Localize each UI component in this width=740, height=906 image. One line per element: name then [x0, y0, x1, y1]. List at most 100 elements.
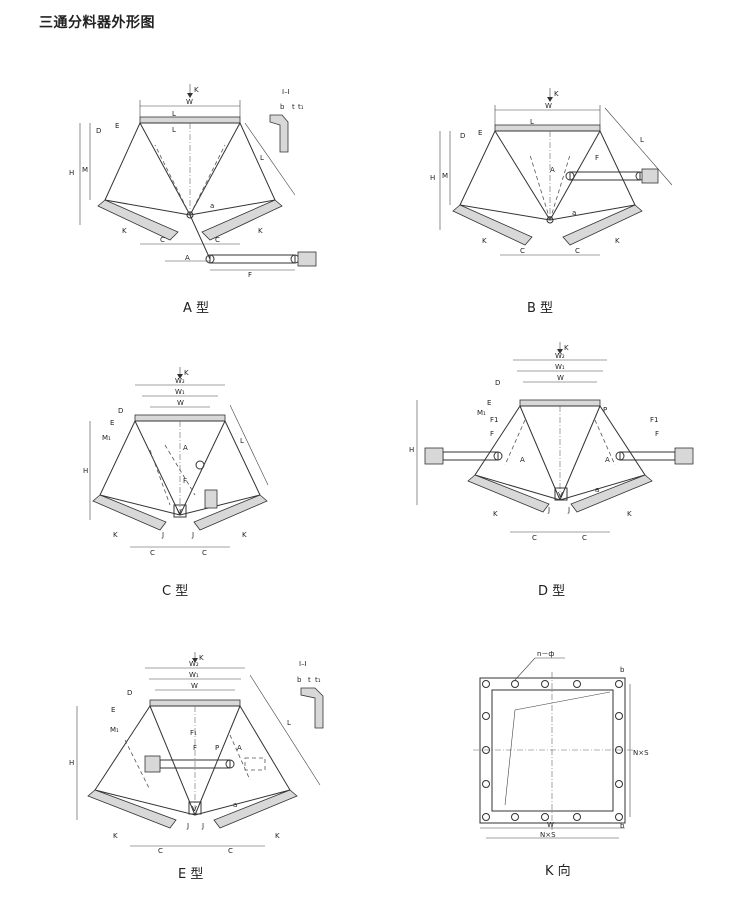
label-e: E [110, 419, 114, 427]
caption-type-b: B 型 [527, 301, 554, 316]
label-c-left: C [532, 534, 537, 542]
label-l-2: L [172, 126, 176, 134]
section-profile [269, 114, 289, 153]
label-angle: a [572, 209, 576, 217]
caption-type-a: A 型 [183, 301, 210, 316]
label-c-right: C [582, 534, 587, 542]
label-p: P [603, 406, 607, 414]
section-profile [300, 687, 324, 729]
label-l-diag: L [240, 437, 244, 445]
valve-box [173, 504, 187, 518]
label-nxs-bottom: N×S [540, 831, 556, 839]
label-w: W [545, 102, 552, 110]
label-w2: W₂ [189, 660, 199, 668]
actuator-cylinder [569, 171, 641, 181]
label-a: A [550, 166, 555, 174]
label-k-top: K [564, 344, 569, 352]
label-f: F [248, 271, 252, 279]
splitter-body [459, 130, 636, 221]
label-a: A [237, 744, 242, 752]
label-angle: a [210, 202, 214, 210]
outlet-left [97, 199, 179, 241]
label-l: L [172, 110, 176, 118]
label-m: M [82, 166, 88, 174]
label-k-right: K [258, 227, 263, 235]
label-d: D [495, 379, 500, 387]
label-k-left: K [113, 832, 118, 840]
actuator-motor-left [144, 755, 161, 773]
diagram-a-drawing: W L L H M D E C C A F L a K K K I–I b t … [69, 84, 317, 279]
flange-outer [479, 677, 626, 824]
label-k-left: K [482, 237, 487, 245]
diagram-c-drawing: W₂ W₁ W V H M₁ D E A F J J C C L K K K [83, 367, 269, 557]
diagram-d-drawing: W₂ W₁ W V H M₁ D E F1 F F1 F A A P J J C… [409, 342, 694, 542]
actuator-motor-right [244, 757, 266, 771]
label-section-ii: I–I [282, 88, 290, 96]
label-w: W [191, 682, 198, 690]
valve-box [554, 487, 568, 501]
label-b-top: b [620, 666, 625, 674]
actuator-motor [297, 251, 317, 267]
label-j-left: J [161, 531, 164, 539]
label-k-top: K [199, 654, 204, 662]
top-flange [139, 116, 241, 124]
label-f: F [183, 477, 187, 485]
label-c-right: C [575, 247, 580, 255]
label-k-top: K [194, 86, 199, 94]
label-h: H [69, 759, 74, 767]
label-k-left: K [122, 227, 127, 235]
motor-right [674, 447, 694, 465]
label-b: b [280, 103, 285, 111]
diagram-e-drawing: W₂ W₁ W V H M₁ D E F₁ F P A J J C C L a … [69, 652, 324, 855]
label-j-left: J [186, 822, 189, 830]
label-d: D [118, 407, 123, 415]
diagram-type-d: W₂ W₁ W V H M₁ D E F1 F F1 F A A P J J C… [405, 340, 715, 550]
label-f: F [193, 744, 197, 752]
label-m1: M₁ [110, 726, 119, 734]
label-v: V [558, 491, 563, 499]
splitter-body [94, 705, 291, 816]
label-c-left: C [150, 549, 155, 557]
label-j-right: J [191, 531, 194, 539]
motor-left [424, 447, 444, 465]
label-w2: W₂ [175, 377, 185, 385]
label-k-right: K [275, 832, 280, 840]
valve-box [188, 801, 202, 815]
label-w1: W₁ [189, 671, 199, 679]
label-w: W [547, 821, 554, 829]
label-h: H [83, 467, 88, 475]
label-k-top: K [184, 369, 189, 377]
label-h: H [69, 169, 74, 177]
outlet-left [87, 789, 177, 829]
splitter-body [99, 420, 261, 516]
flange-inner [491, 689, 614, 812]
actuator-cylinder [209, 254, 296, 264]
diagram-type-c: W₂ W₁ W V H M₁ D E A F J J C C L K K K [80, 365, 280, 565]
outlet-right [193, 494, 268, 531]
inner-profile [504, 691, 611, 806]
label-f1-left: F1 [490, 416, 498, 424]
diagram-view-k: n－ф W N×S N×S b b [465, 650, 685, 850]
label-v: V [177, 508, 182, 516]
label-section-ii: I–I [299, 660, 307, 668]
caption-view-k: K 向 [545, 864, 571, 879]
label-l-diag: L [640, 136, 644, 144]
label-f-right: F [655, 430, 659, 438]
label-m: M [442, 172, 448, 180]
actuator-right [619, 451, 676, 461]
label-c-left: C [520, 247, 525, 255]
label-e: E [111, 706, 115, 714]
label-f1: F₁ [190, 729, 197, 737]
label-e: E [478, 129, 482, 137]
label-m1: M₁ [477, 409, 486, 417]
label-w1: W₁ [175, 388, 185, 396]
outlet-left [452, 204, 533, 246]
label-a: A [183, 444, 188, 452]
label-c-left: C [158, 847, 163, 855]
label-e: E [115, 122, 119, 130]
top-flange [494, 124, 601, 132]
label-k-right: K [615, 237, 620, 245]
label-f: F [595, 154, 599, 162]
outlet-left [92, 494, 167, 531]
label-angle: a [233, 801, 237, 809]
